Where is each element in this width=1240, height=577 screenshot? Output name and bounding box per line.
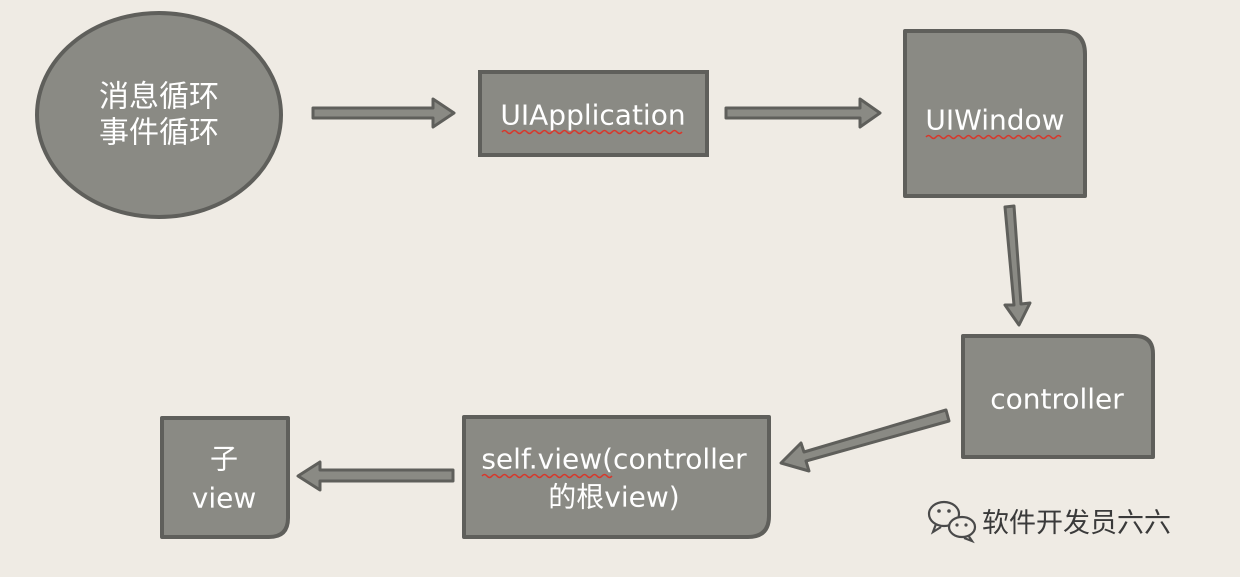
arrow-to-controller [1003, 204, 1032, 327]
node-uiwindow: UIWindow [903, 29, 1087, 198]
node-message-loop: 消息循环 事件循环 [35, 11, 283, 219]
node-self-view-line2: 的根view) [548, 481, 679, 514]
arrow-to-sub-view [296, 460, 455, 492]
wechat-icon [927, 500, 977, 544]
node-sub-view-line1: 子 [210, 443, 238, 476]
arrow-to-uiwindow [724, 97, 882, 129]
node-uiapplication-label: UIApplication [500, 99, 685, 132]
node-controller-label: controller [990, 383, 1124, 416]
arrow-to-uiapplication [311, 97, 456, 129]
node-self-view-line1: self.view(controller [481, 443, 747, 476]
node-controller: controller [961, 334, 1155, 459]
node-uiwindow-label: UIWindow [925, 104, 1064, 137]
node-message-loop-line1: 消息循环 [99, 80, 219, 115]
spellcheck-underline-uiapplication [501, 129, 683, 135]
node-sub-view: 子 view [160, 416, 290, 539]
node-self-view: self.view(controller 的根view) [462, 415, 771, 539]
watermark: 软件开发员六六 [927, 500, 1171, 544]
node-sub-view-line2: view [192, 482, 256, 515]
arrow-to-self-view [779, 408, 951, 473]
spellcheck-underline-self-view [481, 473, 613, 479]
arrows [296, 97, 1032, 492]
watermark-text: 软件开发员六六 [982, 508, 1171, 539]
node-uiapplication: UIApplication [478, 70, 709, 157]
node-message-loop-line2: 事件循环 [99, 116, 219, 151]
spellcheck-underline-uiwindow [925, 134, 1062, 140]
